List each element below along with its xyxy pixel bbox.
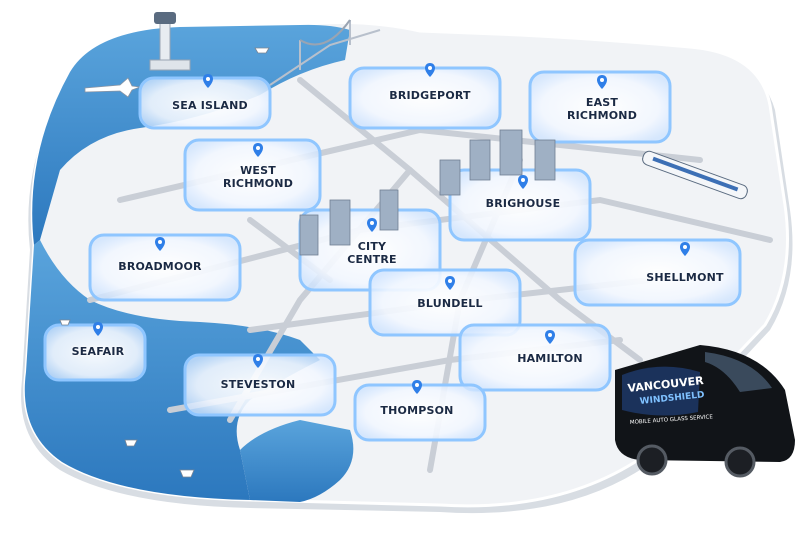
label-east-richmond: EAST RICHMOND <box>566 96 638 122</box>
location-pin-icon <box>253 354 263 368</box>
location-pin-icon <box>445 276 455 290</box>
service-van <box>615 345 795 478</box>
label-west-richmond: WEST RICHMOND <box>222 164 294 190</box>
airplane-icon <box>84 77 141 98</box>
van-tagline: MOBILE AUTO GLASS SERVICE <box>630 414 714 426</box>
water-river-west <box>24 240 321 500</box>
location-pin-icon <box>93 322 103 336</box>
label-city-centre: CITY CENTRE <box>347 240 397 266</box>
label-sea-island: SEA ISLAND <box>172 99 248 112</box>
location-pin-icon <box>518 175 528 189</box>
location-pin-icon <box>155 237 165 251</box>
location-pin-icon <box>367 218 377 232</box>
location-pin-icon <box>545 330 555 344</box>
label-seafair: SEAFAIR <box>71 345 125 358</box>
water-river-north <box>32 24 350 245</box>
label-brighouse: BRIGHOUSE <box>485 197 561 210</box>
city-towers <box>299 129 556 256</box>
airport-tower-icon <box>149 12 191 71</box>
water-fraser-south <box>240 420 354 502</box>
label-blundell: BLUNDELL <box>417 297 483 310</box>
label-bridgeport: BRIDGEPORT <box>389 89 471 102</box>
marina-boats <box>59 47 270 478</box>
location-pin-icon <box>253 143 263 157</box>
label-thompson: THOMPSON <box>380 404 454 417</box>
location-pin-icon <box>425 63 435 77</box>
label-broadmoor: BROADMOOR <box>118 260 202 273</box>
location-pin-icon <box>412 380 422 394</box>
label-steveston: STEVESTON <box>220 378 296 391</box>
location-pin-icon <box>597 75 607 89</box>
bridge <box>269 19 381 86</box>
location-pin-icon <box>680 242 690 256</box>
skytrain-icon <box>642 150 748 200</box>
label-hamilton: HAMILTON <box>517 352 583 365</box>
neighborhood-zones <box>43 66 742 442</box>
location-pin-icon <box>203 74 213 88</box>
label-shellmont: SHELLMONT <box>646 271 724 284</box>
